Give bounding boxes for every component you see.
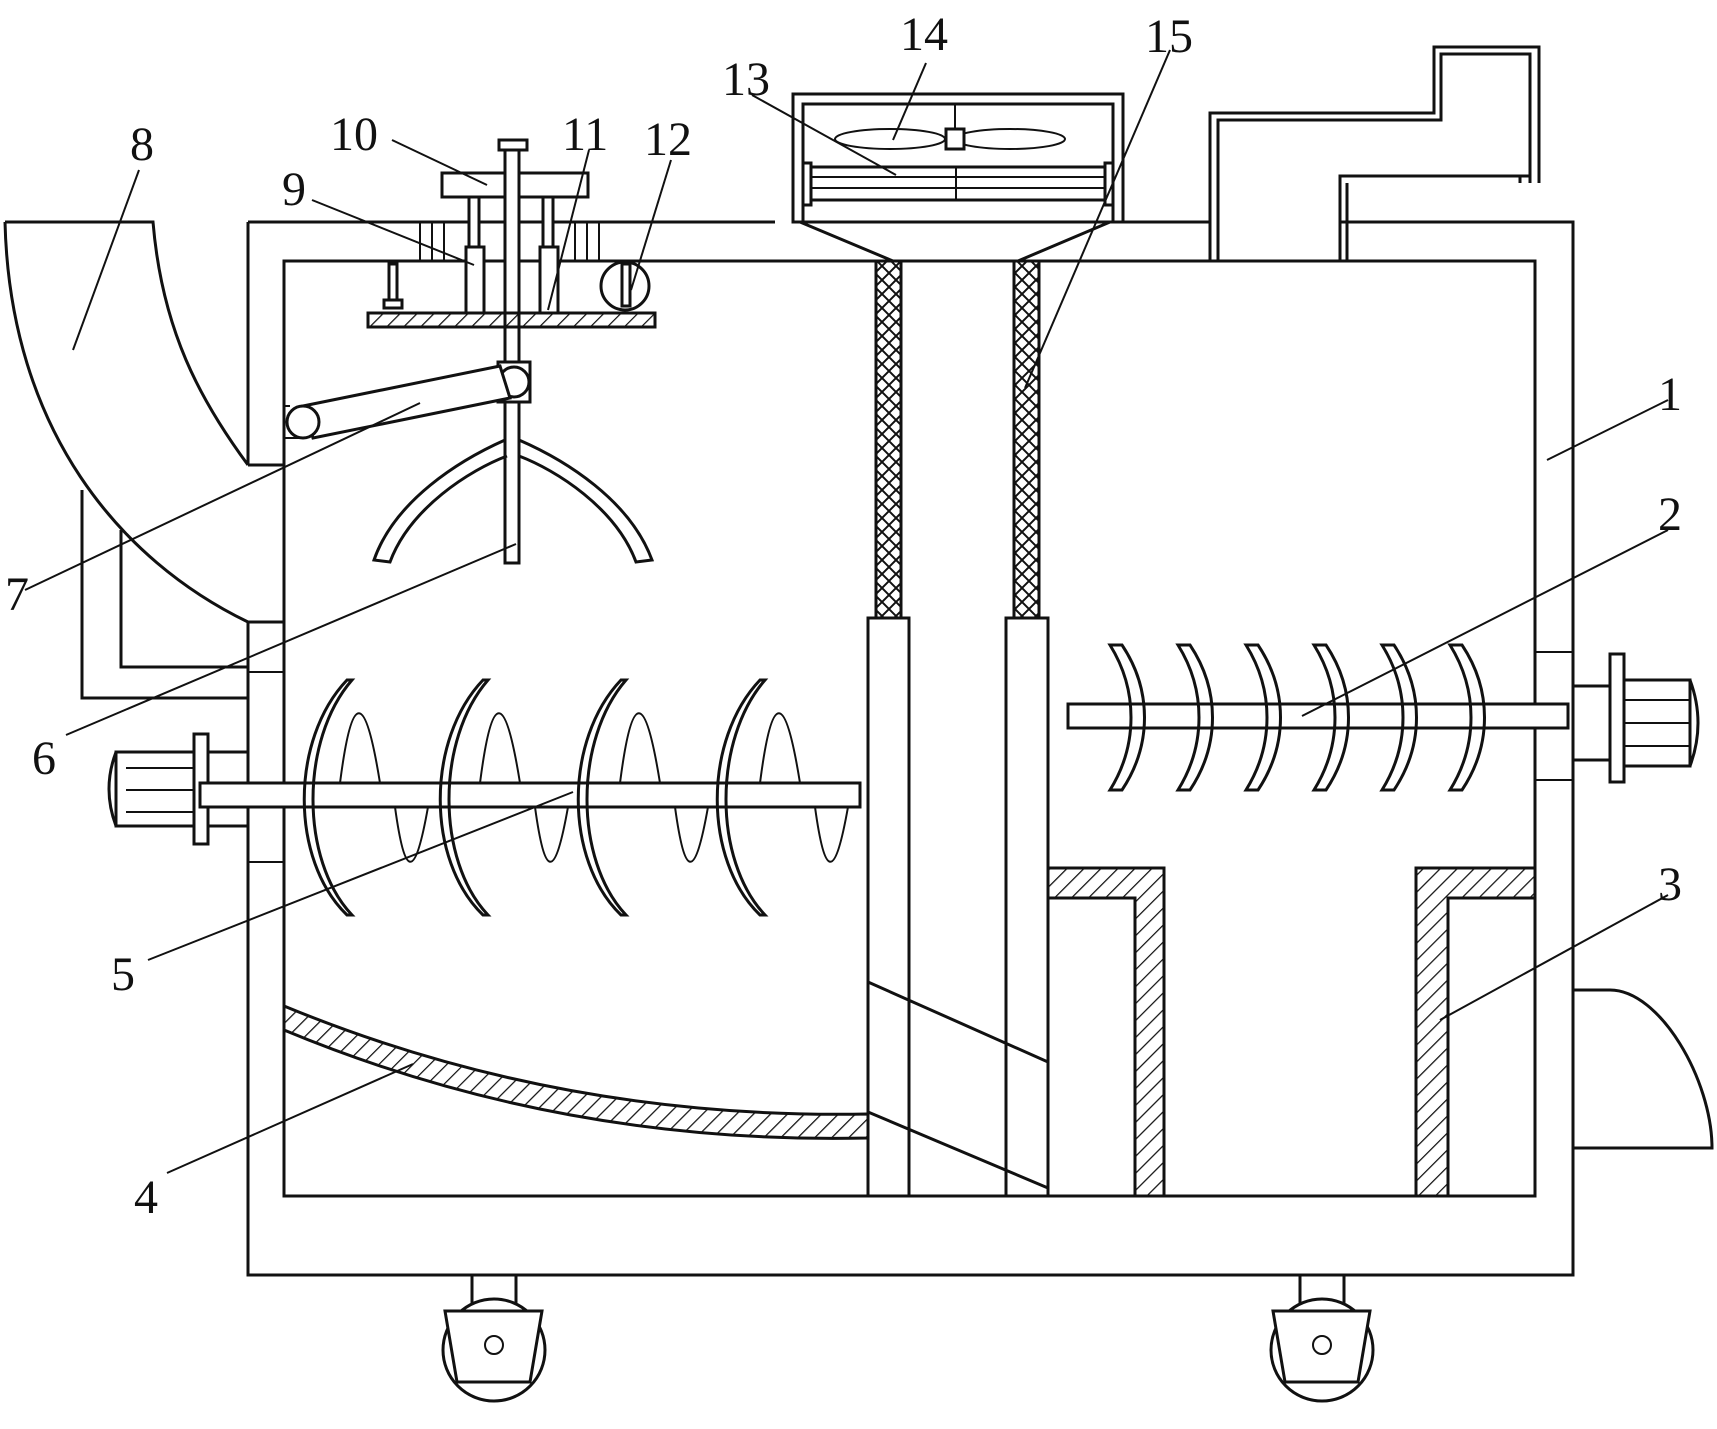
right-stirrer: [1066, 643, 1700, 792]
label-14: 14: [900, 8, 948, 61]
exhaust-pipe: [1208, 45, 1541, 261]
feed-hopper: [3, 220, 250, 700]
caster-wheels: [441, 1273, 1375, 1403]
label-10: 10: [330, 108, 378, 161]
label-6: 6: [32, 732, 56, 785]
outlet-hood: [1573, 988, 1714, 1150]
label-11: 11: [562, 108, 608, 161]
part-labels: 1 2 3 4 5 6 7 8 9 10 11 12 13 14 15: [5, 8, 1682, 1224]
label-5: 5: [111, 948, 135, 1001]
fan-box: [791, 92, 1125, 263]
leader-lines: [24, 49, 1669, 1174]
label-12: 12: [644, 113, 692, 166]
label-4: 4: [134, 1171, 158, 1224]
central-partition: [866, 259, 1050, 1198]
filter-baffles: [1046, 866, 1537, 1198]
label-2: 2: [1658, 488, 1682, 541]
label-8: 8: [130, 118, 154, 171]
label-15: 15: [1145, 10, 1193, 63]
top-drive-assembly: [284, 138, 657, 565]
label-3: 3: [1658, 858, 1682, 911]
label-9: 9: [282, 163, 306, 216]
curved-sieve-plate: [282, 1003, 870, 1140]
label-1: 1: [1658, 368, 1682, 421]
left-screw-agitator: [107, 678, 862, 917]
label-7: 7: [5, 568, 29, 621]
label-13: 13: [722, 53, 770, 106]
